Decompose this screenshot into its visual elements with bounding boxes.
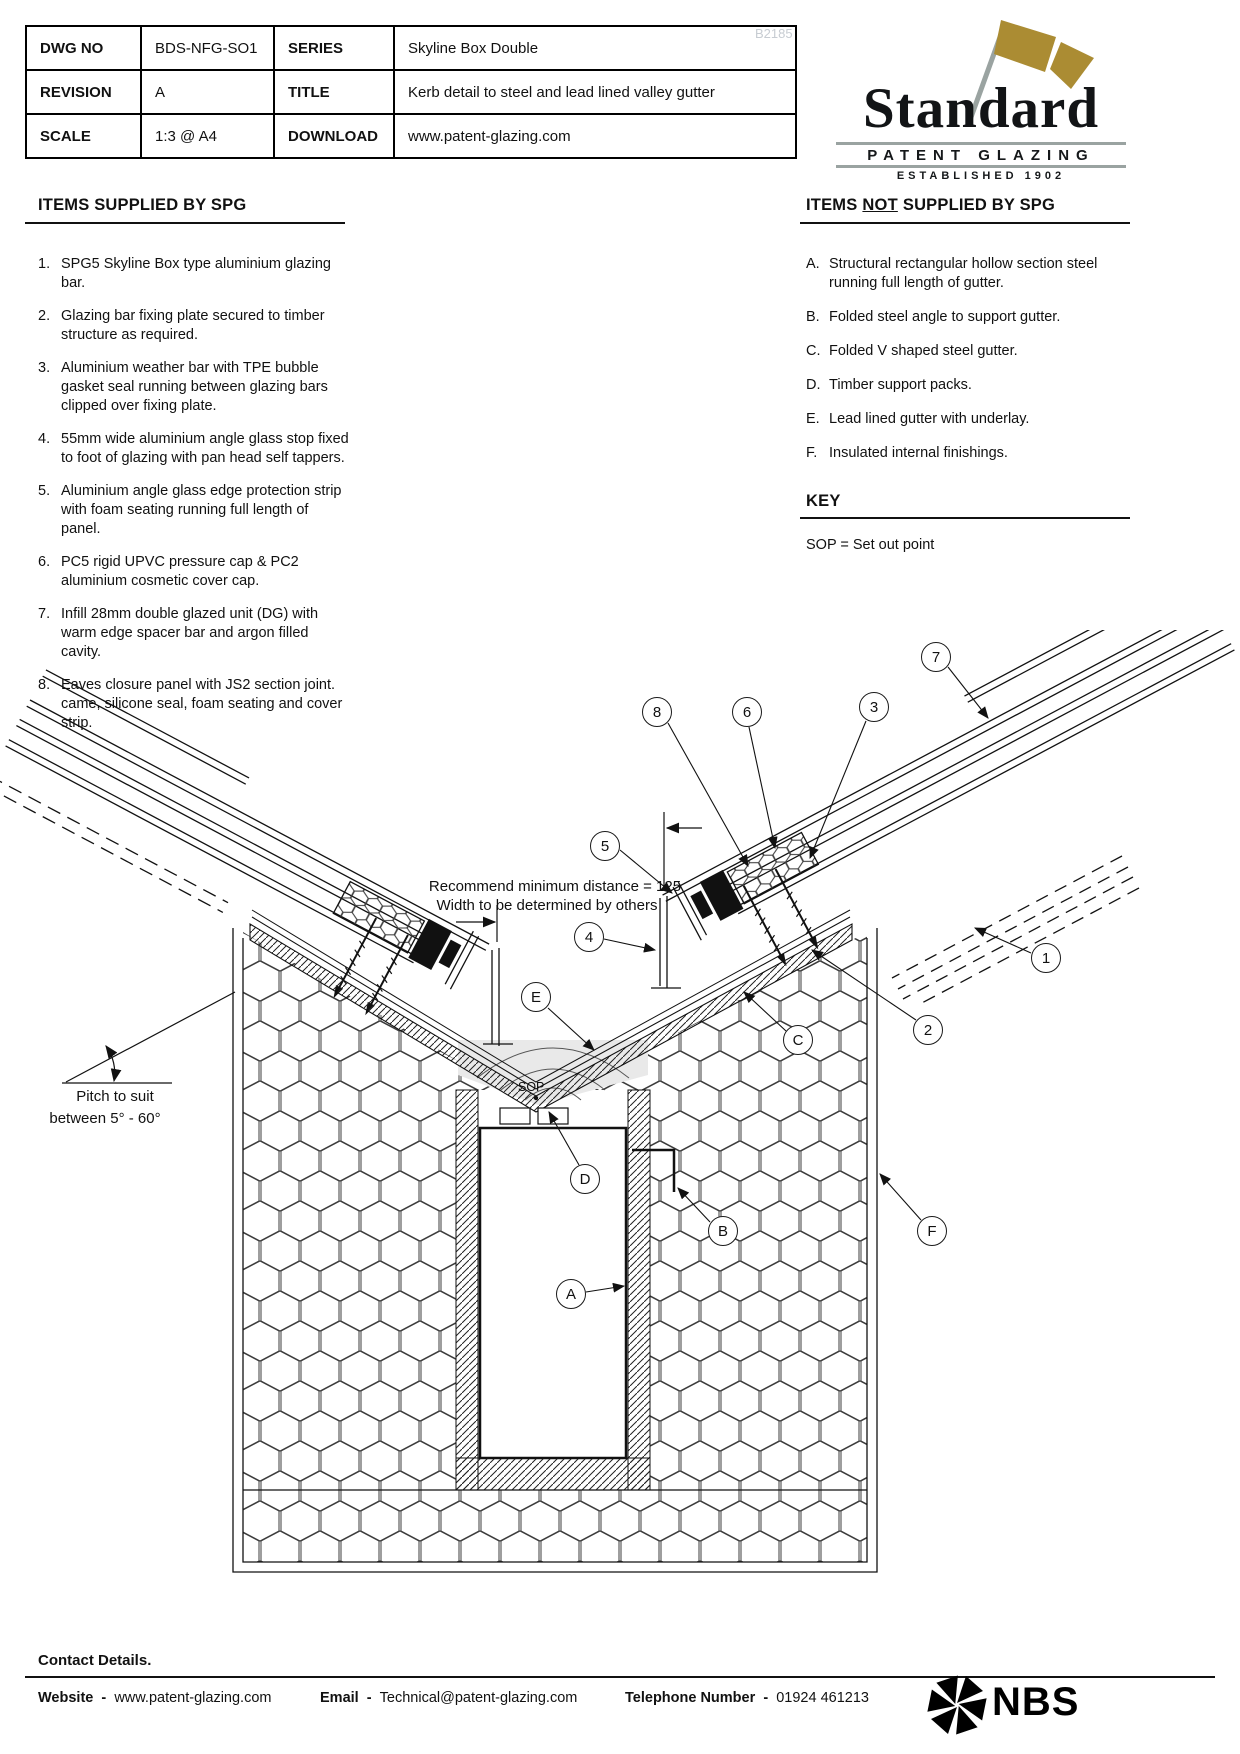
- supplied-item-4: 4.55mm wide aluminium angle glass stop f…: [38, 431, 349, 466]
- supplied-item-1: 1.SPG5 Skyline Box type aluminium glazin…: [38, 256, 331, 291]
- nbs-text: NBS: [992, 1680, 1080, 1724]
- rhs-steel-section: [478, 1126, 628, 1460]
- dwg-no-value: BDS-NFG-SO1: [140, 25, 275, 71]
- watermark: B2185: [755, 26, 793, 41]
- title-value: Kerb detail to steel and lead lined vall…: [393, 69, 797, 115]
- kerb-borders: [232, 928, 878, 1573]
- nbs-logo: NBS: [926, 1674, 1126, 1738]
- callout-D: D: [570, 1164, 600, 1194]
- callout-5: 5: [590, 831, 620, 861]
- supplied-item-8: 8.Eaves closure panel with JS2 section j…: [38, 677, 343, 731]
- download-link[interactable]: www.patent-glazing.com: [393, 113, 797, 159]
- not-supplied-item-B: B.Folded steel angle to support gutter.: [806, 309, 1061, 325]
- callout-6: 6: [732, 697, 762, 727]
- company-logo: Standard PATENT GLAZING ESTABLISHED 1902: [828, 12, 1134, 182]
- pitch-label-line1: Pitch to suit: [76, 1088, 154, 1105]
- footer-rule: [25, 1676, 1215, 1678]
- series-value: Skyline Box Double: [393, 25, 797, 71]
- footer-website: Website - www.patent-glazing.com: [38, 1690, 272, 1706]
- flag-icon: [967, 20, 1094, 121]
- not-supplied-item-F: F.Insulated internal finishings.: [806, 445, 1008, 461]
- callout-leaders: [547, 666, 1032, 1293]
- supplied-item-5: 5.Aluminium angle glass edge protection …: [38, 483, 342, 537]
- pitch-indicator: [62, 991, 236, 1084]
- callout-7: 7: [921, 642, 951, 672]
- revision-label: REVISION: [25, 69, 142, 115]
- callout-2: 2: [913, 1015, 943, 1045]
- dimension-text-line1: Recommend minimum distance = 125: [428, 878, 682, 895]
- footer-email: Email - Technical@patent-glazing.com: [320, 1690, 578, 1706]
- callout-A: A: [556, 1279, 586, 1309]
- logo-rule-bottom: [836, 165, 1126, 168]
- channel-lining-bottom: [455, 1457, 651, 1491]
- right-glazing-assembly: [662, 630, 1235, 967]
- email-link[interactable]: Technical@patent-glazing.com: [379, 1690, 578, 1706]
- logo-rule-top: [836, 142, 1126, 145]
- title-block-table: DWG NO BDS-NFG-SO1 SERIES Skyline Box Do…: [25, 25, 797, 159]
- channel-lining-left: [455, 1089, 479, 1491]
- key-text: SOP = Set out point: [806, 537, 935, 553]
- not-supplied-item-D: D.Timber support packs.: [806, 377, 972, 393]
- callout-4: 4: [574, 922, 604, 952]
- kerb-structure: [243, 932, 867, 1562]
- callout-8: 8: [642, 697, 672, 727]
- revision-value: A: [140, 69, 275, 115]
- supplied-item-7: 7.Infill 28mm double glazed unit (DG) wi…: [38, 606, 319, 660]
- key-rule: [800, 517, 1130, 519]
- steel-support-angle: [632, 1148, 676, 1192]
- glass-stops: [483, 896, 681, 1046]
- pitch-label-line2: between 5° - 60°: [49, 1110, 161, 1127]
- scale-value: 1:3 @ A4: [140, 113, 275, 159]
- website-link[interactable]: www.patent-glazing.com: [114, 1690, 272, 1706]
- key-section: KEY SOP = Set out point: [806, 492, 1130, 553]
- supplied-item-2: 2.Glazing bar fixing plate secured to ti…: [38, 308, 325, 343]
- not-supplied-item-E: E.Lead lined gutter with underlay.: [806, 411, 1030, 427]
- contact-details-heading: Contact Details.: [38, 1652, 152, 1669]
- supplied-item-3: 3.Aluminium weather bar with TPE bubble …: [38, 360, 328, 414]
- items-supplied-heading: ITEMS SUPPLIED BY SPG: [38, 196, 247, 214]
- phone-value: 01924 461213: [776, 1690, 869, 1706]
- callout-E: E: [521, 982, 551, 1012]
- dwg-no-label: DWG NO: [25, 25, 142, 71]
- set-out-point: [533, 1095, 539, 1101]
- logo-wordmark: Standard: [862, 77, 1100, 140]
- roof-by-others-dashed: [891, 855, 1140, 1005]
- not-supplied-item-A: A.Structural rectangular hollow section …: [806, 256, 1098, 291]
- supplied-rule: [25, 222, 345, 224]
- not-supplied-rule: [800, 222, 1130, 224]
- nbs-pinwheel-icon: [927, 1675, 987, 1735]
- callout-3: 3: [859, 692, 889, 722]
- logo-subtitle: PATENT GLAZING: [867, 147, 1095, 164]
- key-heading: KEY: [806, 492, 841, 510]
- footer-phone: Telephone Number - 01924 461213: [625, 1690, 869, 1706]
- sop-label: SOP: [518, 1080, 545, 1094]
- download-label: DOWNLOAD: [273, 113, 395, 159]
- dimension-lines: [456, 812, 702, 942]
- dimension-text-line2: Width to be determined by others: [436, 897, 658, 914]
- callout-F: F: [917, 1216, 947, 1246]
- logo-established: ESTABLISHED 1902: [896, 170, 1066, 182]
- left-glazing-assembly: [0, 669, 490, 1016]
- supplied-item-6: 6.PC5 rigid UPVC pressure cap & PC2 alum…: [38, 554, 299, 589]
- series-label: SERIES: [273, 25, 395, 71]
- scale-label: SCALE: [25, 113, 142, 159]
- title-label: TITLE: [273, 69, 395, 115]
- callout-1: 1: [1031, 943, 1061, 973]
- callout-B: B: [708, 1216, 738, 1246]
- items-supplied-section: ITEMS SUPPLIED BY SPG 1.SPG5 Skyline Box…: [38, 196, 350, 747]
- technical-drawing: [0, 630, 1235, 1573]
- not-supplied-item-C: C.Folded V shaped steel gutter.: [806, 343, 1018, 359]
- callout-C: C: [783, 1025, 813, 1055]
